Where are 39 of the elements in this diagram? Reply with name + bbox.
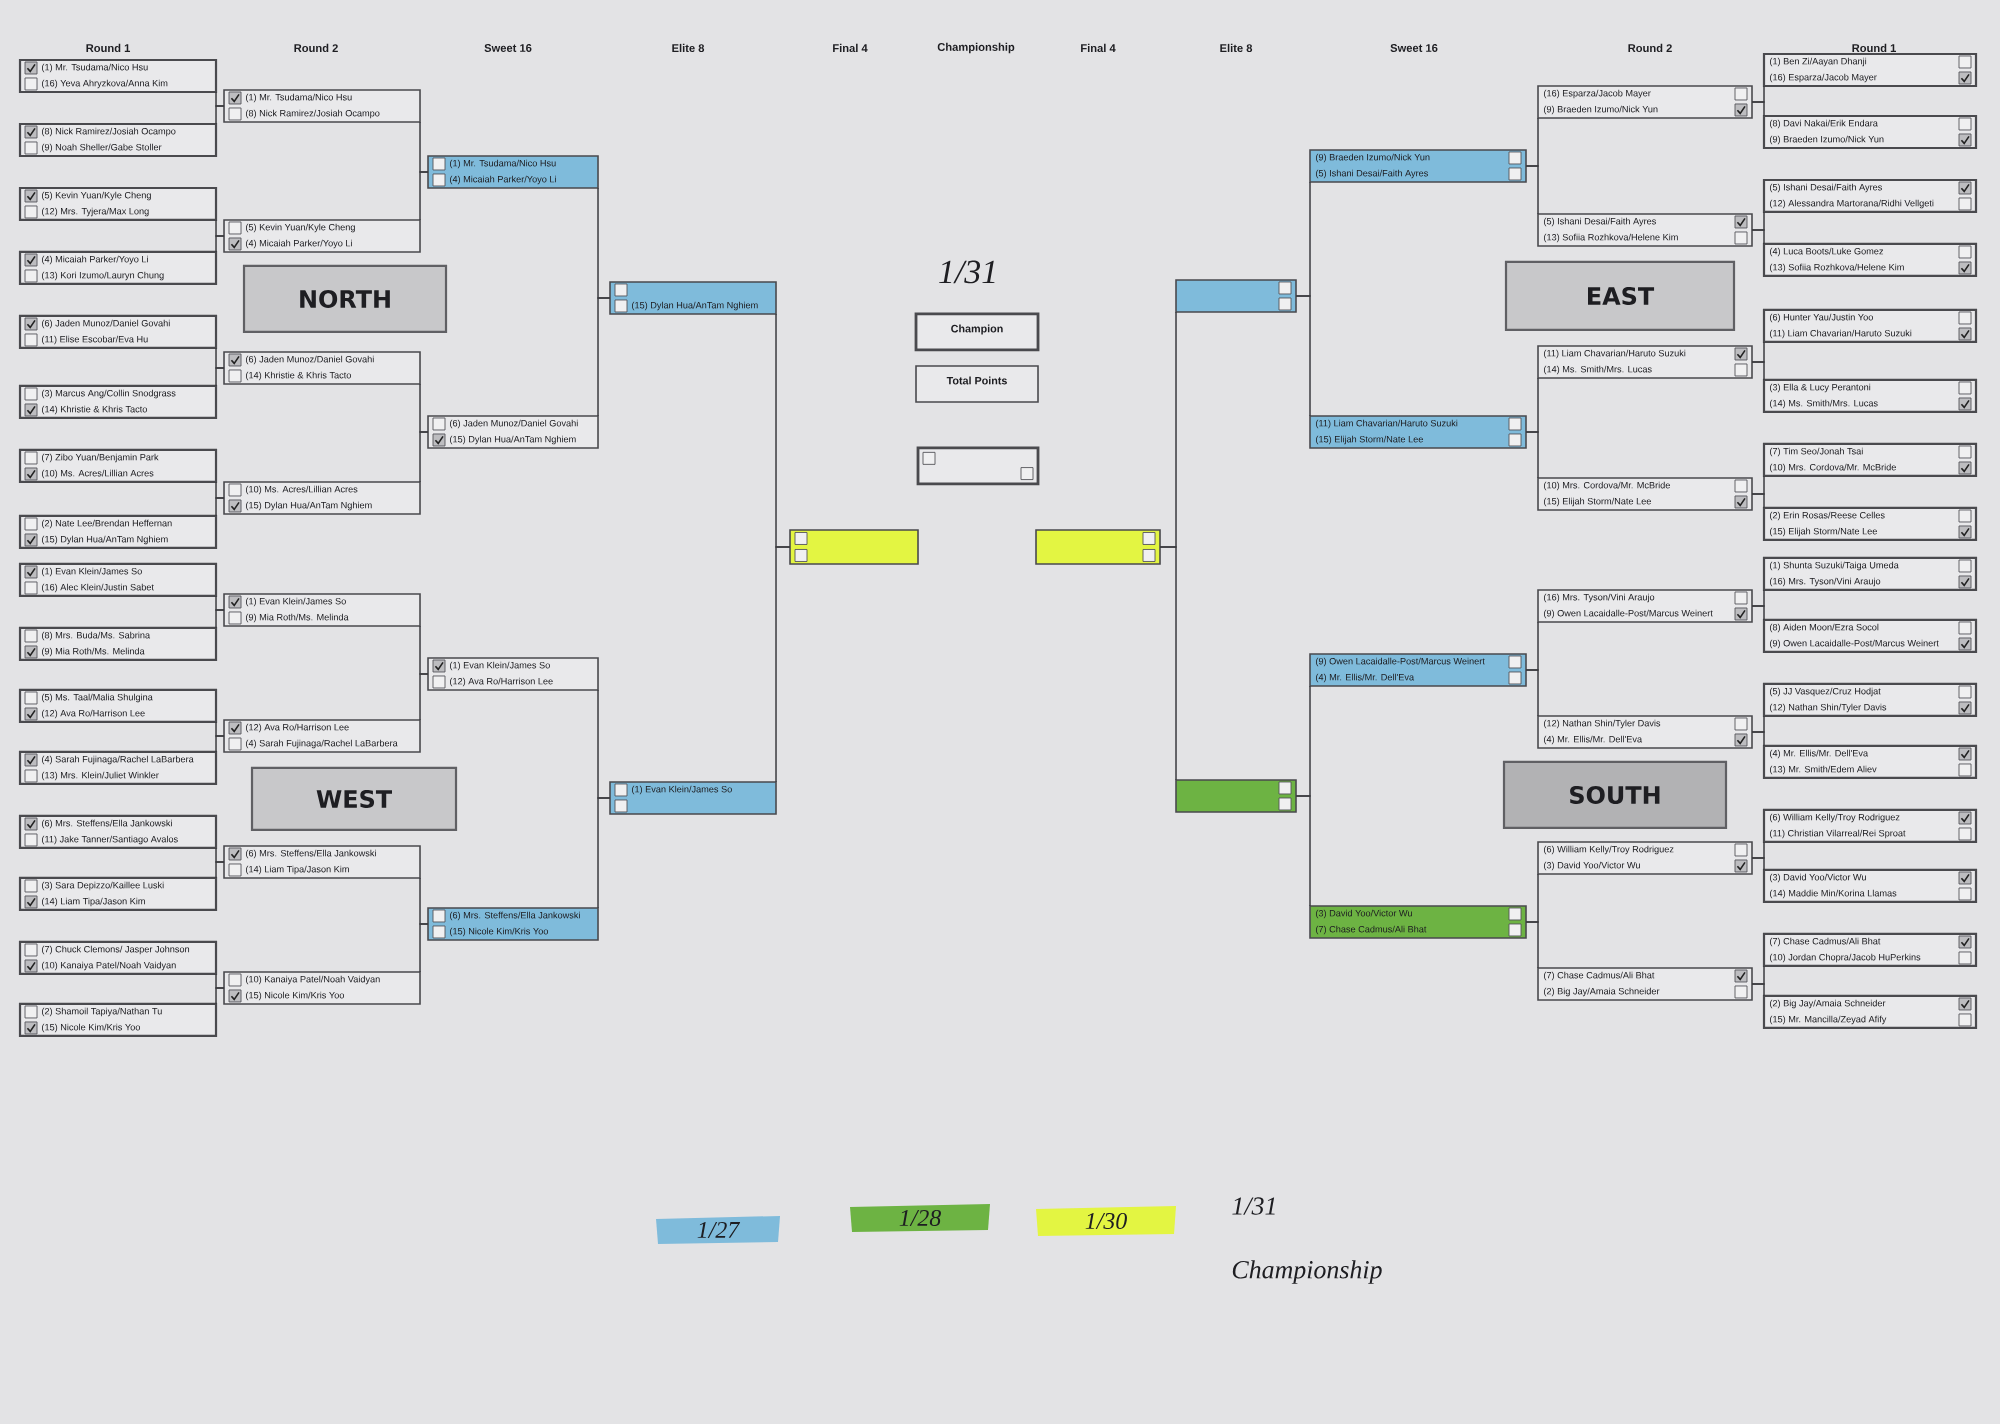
bracket-line xyxy=(775,546,791,783)
bracket-line xyxy=(1525,431,1539,479)
bracket-line xyxy=(419,673,429,721)
bracket-line xyxy=(1159,546,1177,781)
bracket-line xyxy=(1525,165,1539,215)
bracket-line xyxy=(597,797,611,909)
bracket-line xyxy=(215,861,225,879)
bracket-line xyxy=(215,105,225,125)
bracket-line xyxy=(215,235,225,253)
bracket-line xyxy=(1751,731,1765,747)
bracket-line xyxy=(419,923,429,973)
bracket-line xyxy=(419,171,429,221)
bracket-line xyxy=(1751,605,1765,621)
bracket-line xyxy=(215,497,225,517)
legend-label: 1/27 xyxy=(697,1221,741,1238)
handwritten-date: 1/31 xyxy=(939,260,995,284)
bracket-line xyxy=(419,431,429,483)
bracket-line xyxy=(597,297,611,417)
bracket-line xyxy=(1751,229,1765,245)
legend-label: 1/30 xyxy=(1085,1212,1127,1229)
bracket-line xyxy=(1751,983,1765,997)
bracket-line xyxy=(1525,921,1539,969)
region-box: NORTH xyxy=(242,264,448,334)
bracket-line xyxy=(1751,493,1765,509)
bracket-line xyxy=(1751,857,1765,871)
bracket-line xyxy=(1295,295,1311,417)
region-box: EAST xyxy=(1504,260,1736,332)
bracket-line xyxy=(1295,795,1311,907)
region-box: SOUTH xyxy=(1502,760,1728,830)
bracket-line xyxy=(215,609,225,629)
region-box: WEST xyxy=(250,766,458,832)
bracket-line xyxy=(1525,669,1539,717)
bracket-line xyxy=(215,987,225,1005)
bracket-line xyxy=(215,735,225,753)
handwritten-note: 1/31 Championship xyxy=(1232,1197,1382,1284)
legend-label: 1/28 xyxy=(899,1209,941,1226)
bracket-line xyxy=(1751,361,1765,381)
bracket-line xyxy=(215,367,225,387)
bracket-line xyxy=(1751,101,1765,117)
